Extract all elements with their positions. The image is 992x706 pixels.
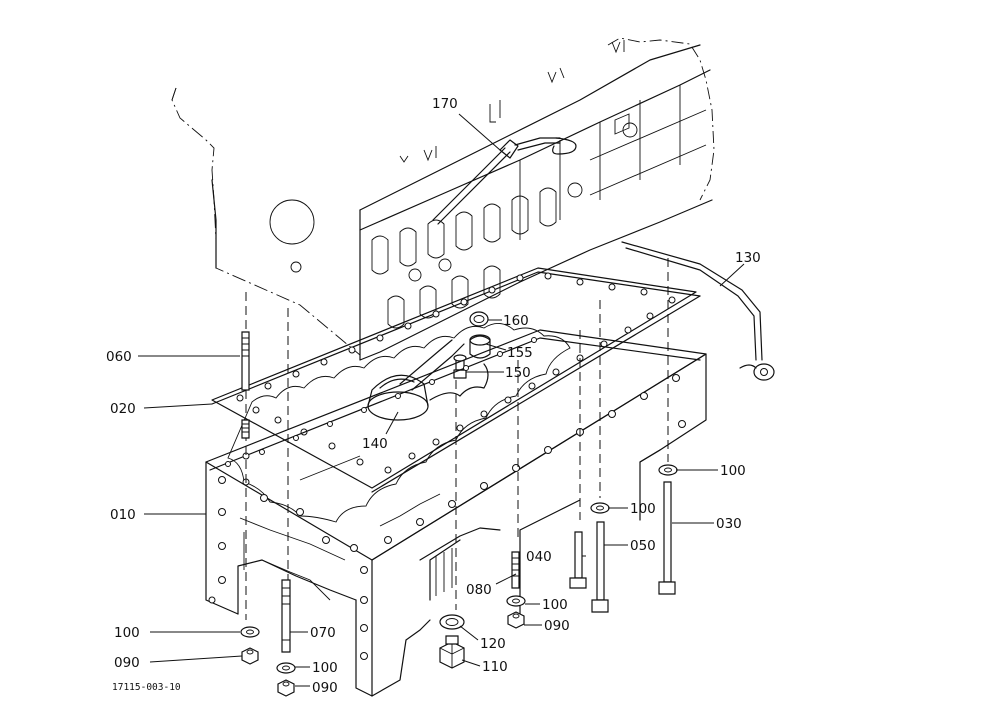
label-100-d: 100 <box>114 625 140 641</box>
label-100-a: 100 <box>720 463 746 479</box>
engine-block <box>171 37 715 361</box>
bolt-medium <box>591 521 609 613</box>
label-090-c: 090 <box>312 680 338 696</box>
label-070: 070 <box>310 625 336 641</box>
part-labels: 170 130 160 155 150 140 060 020 010 100 … <box>106 96 761 696</box>
bolt-short <box>569 531 587 589</box>
label-120: 120 <box>480 636 506 652</box>
nut-left <box>241 647 259 665</box>
label-170: 170 <box>432 96 458 112</box>
label-100-e: 100 <box>312 660 338 676</box>
label-080: 080 <box>466 582 492 598</box>
oil-pan-gasket <box>211 267 701 523</box>
label-040: 040 <box>526 549 552 565</box>
label-030: 030 <box>716 516 742 532</box>
leader-lines <box>138 113 745 687</box>
label-050: 050 <box>630 538 656 554</box>
label-100-b: 100 <box>630 501 656 517</box>
drain-plug <box>439 635 465 669</box>
label-140: 140 <box>362 436 388 452</box>
label-160: 160 <box>503 313 529 329</box>
washer-050 <box>590 502 610 514</box>
drawing-reference-code: 17115-003-10 <box>112 682 181 693</box>
dipstick <box>432 137 577 225</box>
oil-pipe <box>621 241 775 381</box>
washer-center <box>506 595 526 607</box>
o-ring <box>469 311 489 327</box>
label-060: 060 <box>106 349 132 365</box>
label-020: 020 <box>110 401 136 417</box>
label-100-c: 100 <box>542 597 568 613</box>
washer-bottom <box>276 662 296 674</box>
label-150: 150 <box>505 365 531 381</box>
long-stud <box>281 579 291 653</box>
label-010: 010 <box>110 507 136 523</box>
washer-left <box>240 626 260 638</box>
label-110: 110 <box>482 659 508 675</box>
label-090-a: 090 <box>544 618 570 634</box>
bolt-long <box>658 481 676 595</box>
nut-bottom <box>277 679 295 697</box>
label-155: 155 <box>507 345 533 361</box>
strainer-flange <box>469 334 491 359</box>
stud-bolt <box>241 331 250 439</box>
stud-center <box>511 551 520 589</box>
label-090-b: 090 <box>114 655 140 671</box>
nut-center <box>507 611 525 629</box>
label-130: 130 <box>735 250 761 266</box>
drain-plug-gasket <box>439 614 465 630</box>
washer-030 <box>658 464 678 476</box>
assembly-lines <box>245 258 669 620</box>
